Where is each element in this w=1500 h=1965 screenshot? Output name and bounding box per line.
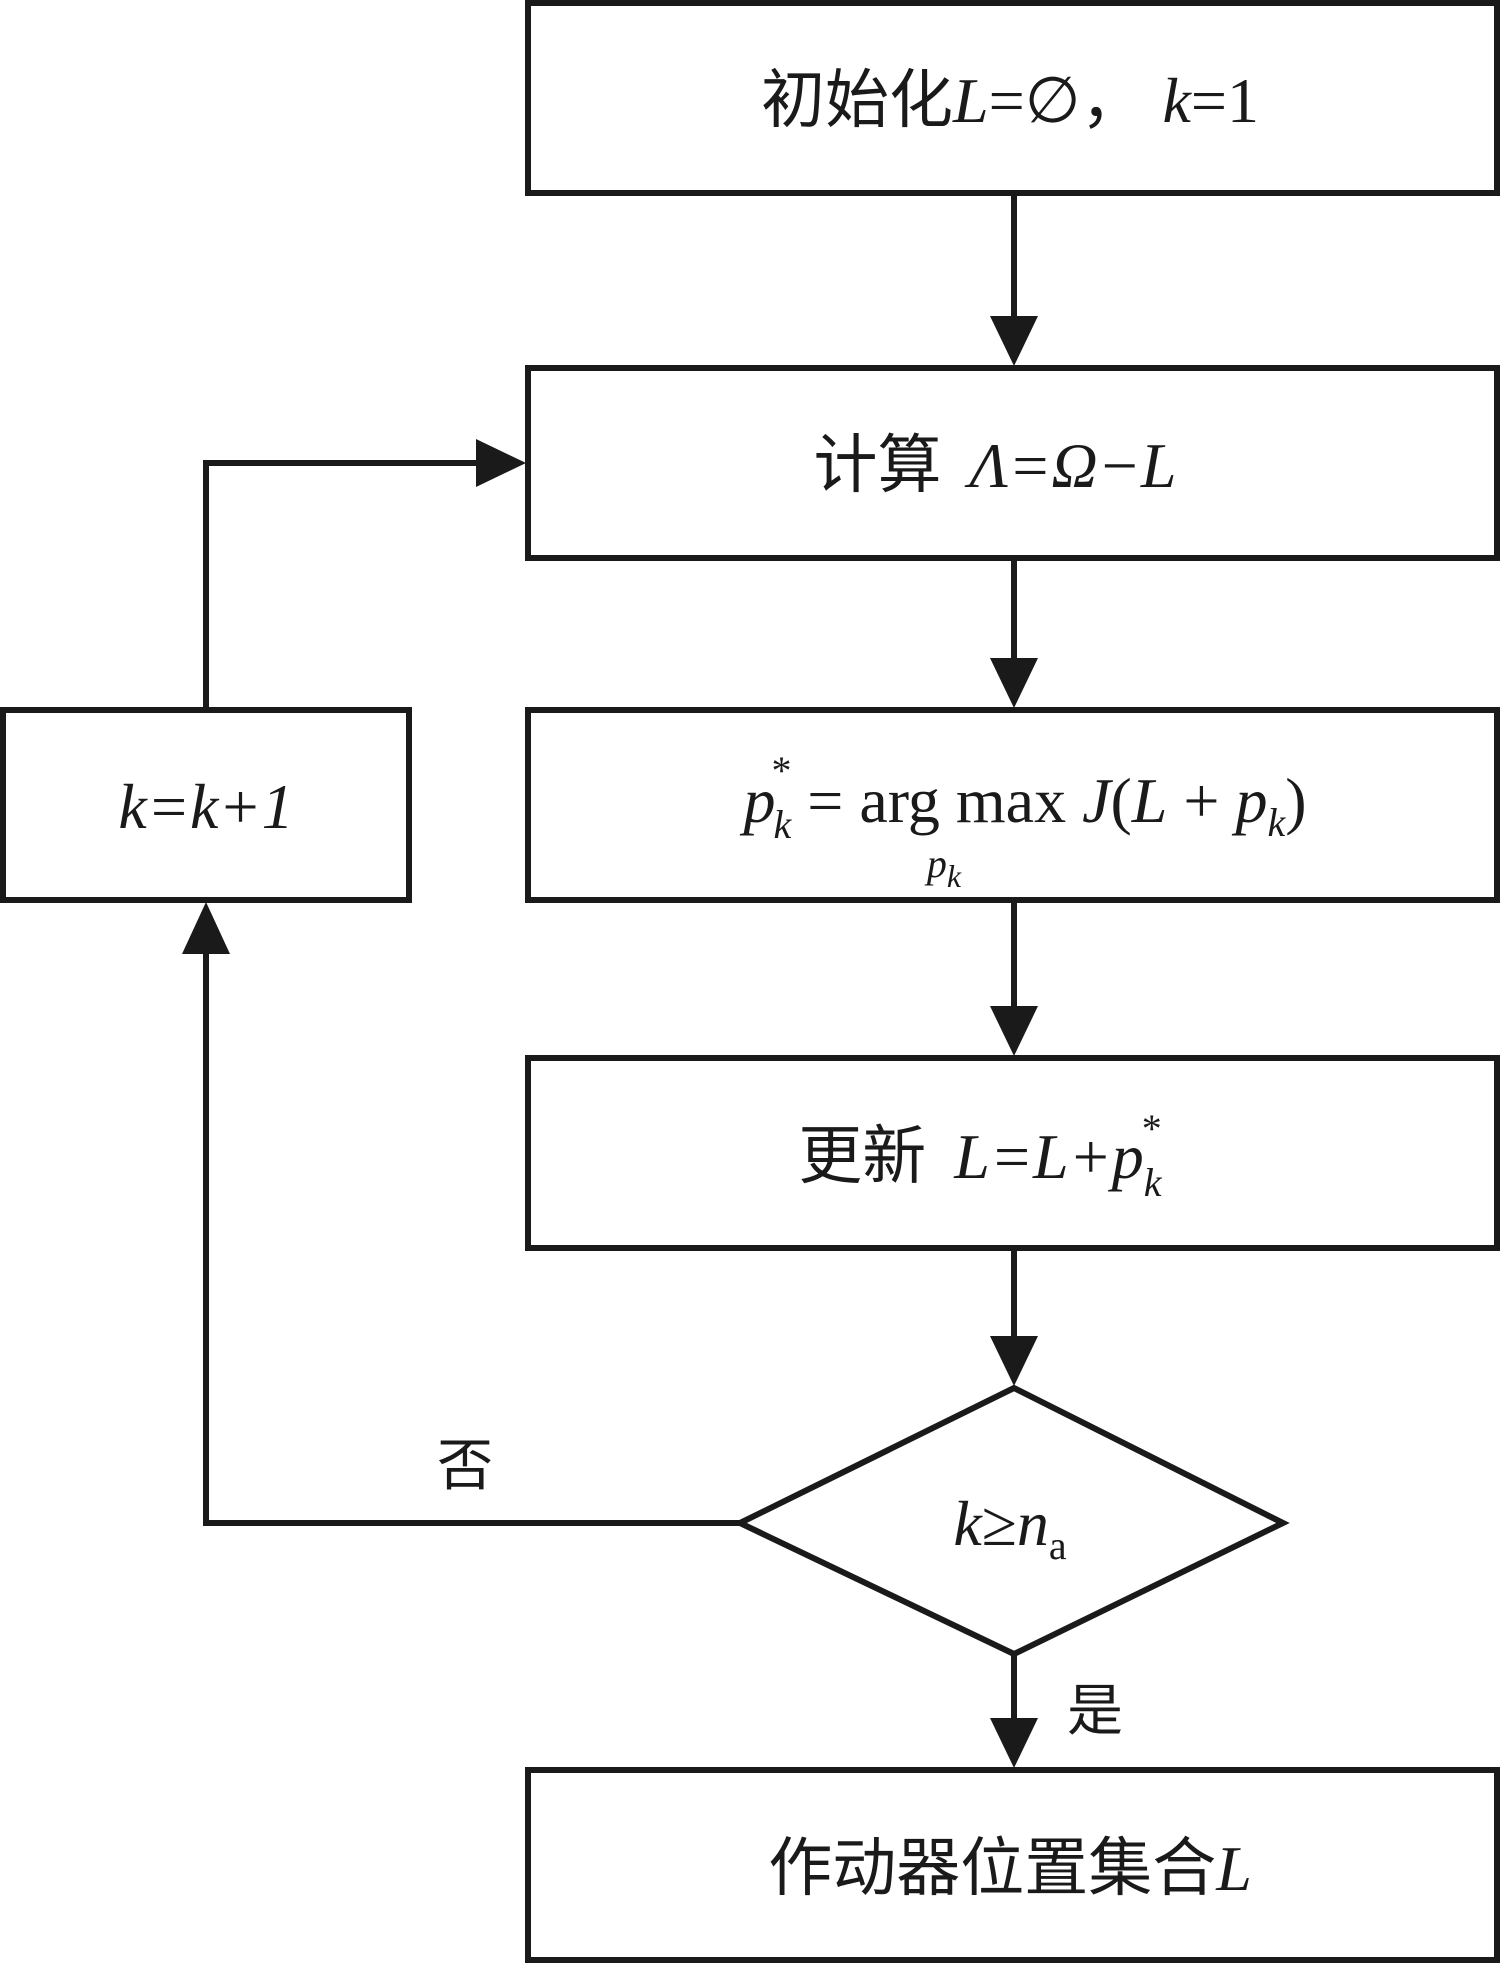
- arrowhead-up-icon: [182, 902, 230, 954]
- decision-text: k≥na: [953, 1488, 1067, 1568]
- arrowhead-down-icon: [990, 1718, 1038, 1768]
- init-box: [525, 0, 1500, 196]
- increment-box: [0, 707, 412, 903]
- argmax-text: p*k = arg max J(L + pk): [739, 748, 1306, 847]
- increment-text: k=k+1: [118, 771, 293, 842]
- edge-increment-to-compute: [203, 460, 478, 710]
- result-box: [525, 1767, 1500, 1963]
- arrowhead-down-icon: [990, 316, 1038, 366]
- argmax-subscript: pk: [924, 841, 962, 894]
- arrowhead-right-icon: [476, 439, 526, 487]
- yes-label: 是: [1067, 1679, 1123, 1744]
- compute-box: [525, 365, 1500, 561]
- update-box: [525, 1055, 1500, 1251]
- edge-decision-no-loop: [203, 952, 740, 1526]
- init-text: 初始化L=∅，k=1: [761, 64, 1259, 138]
- result-text: 作动器位置集合L: [768, 1832, 1252, 1906]
- arrowhead-down-icon: [990, 1336, 1038, 1386]
- argmax-box: [525, 707, 1500, 903]
- arrowhead-down-icon: [990, 658, 1038, 708]
- no-label: 否: [437, 1434, 493, 1499]
- arrowhead-down-icon: [990, 1006, 1038, 1056]
